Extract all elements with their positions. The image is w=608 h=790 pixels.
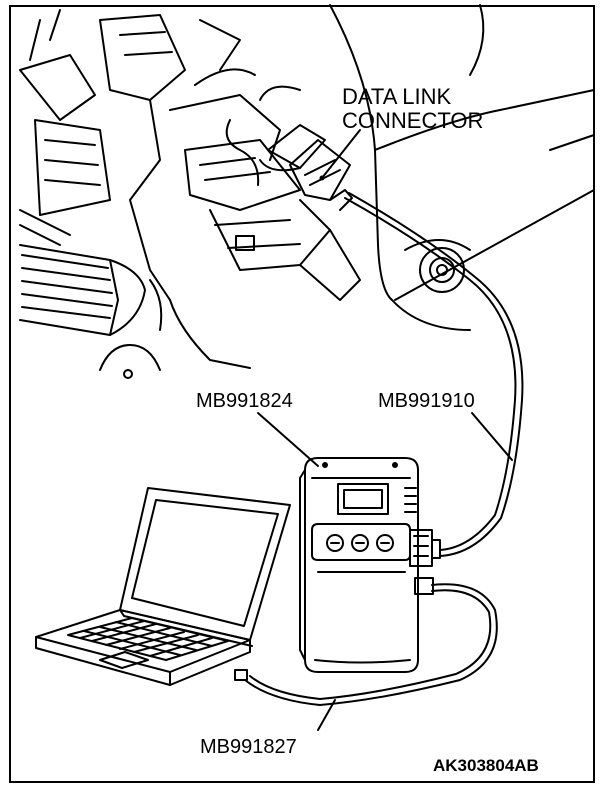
connector-label-line2: CONNECTOR (342, 108, 484, 133)
tool-leader (257, 412, 319, 467)
cable-leader (471, 412, 513, 461)
figure-frame (9, 5, 595, 783)
cable-mb991910 (344, 192, 524, 557)
handheld-scan-tool (299, 457, 441, 673)
usb-cable-label: MB991827 (200, 736, 297, 758)
cable-mb991827 (244, 583, 498, 706)
diagnostic-connector (259, 124, 353, 211)
tool-label: MB991824 (196, 390, 293, 412)
figure-reference: AK303804AB (433, 756, 539, 775)
engine-bay-illustration (19, 4, 595, 379)
usb-leader (317, 699, 336, 731)
connector-label-line1: DATA LINK (342, 84, 452, 109)
cable-label: MB991910 (378, 390, 475, 412)
connector-leader (321, 129, 361, 179)
laptop-computer (35, 487, 291, 686)
